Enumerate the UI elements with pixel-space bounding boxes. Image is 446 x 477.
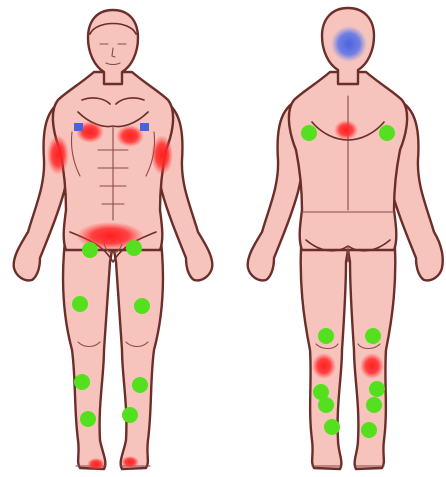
marker-green-right-lower-shin (122, 407, 138, 423)
marker-red-right-foot (121, 456, 139, 468)
marker-red-right-calf (360, 353, 384, 379)
marker-red-left-upper-arm (47, 135, 69, 175)
marker-green-right-back-knee (365, 328, 381, 344)
back-left-leg (301, 232, 348, 469)
marker-blue-right-shoulder-front (140, 123, 149, 131)
marker-blue-left-shoulder-front (74, 123, 83, 131)
marker-green-right-upper-thigh (126, 240, 142, 256)
marker-green-left-ankle-back (318, 397, 334, 413)
marker-green-left-mid-thigh (72, 296, 88, 312)
marker-red-left-calf (312, 353, 336, 379)
marker-green-right-mid-thigh (134, 298, 150, 314)
marker-green-right-heel-back (361, 422, 377, 438)
marker-red-right-chest (116, 125, 144, 147)
marker-green-left-lower-shin (80, 411, 96, 427)
marker-green-right-ankle-back (366, 397, 382, 413)
marker-green-right-lower-calf (369, 381, 385, 397)
marker-green-right-shoulder-back (379, 125, 395, 141)
marker-red-upper-back (334, 120, 358, 140)
marker-green-left-shoulder-back (301, 125, 317, 141)
marker-green-left-upper-thigh (82, 242, 98, 258)
marker-blue-back-of-head (331, 26, 367, 62)
marker-red-left-foot (87, 458, 105, 470)
marker-green-left-back-knee (318, 328, 334, 344)
front-left-leg (63, 232, 112, 469)
marker-green-left-heel-back (324, 419, 340, 435)
marker-green-left-upper-shin (74, 374, 90, 390)
front-right-leg (114, 232, 163, 469)
back-figure (248, 8, 443, 469)
marker-green-right-upper-shin (132, 377, 148, 393)
marker-red-right-upper-arm (151, 135, 173, 175)
